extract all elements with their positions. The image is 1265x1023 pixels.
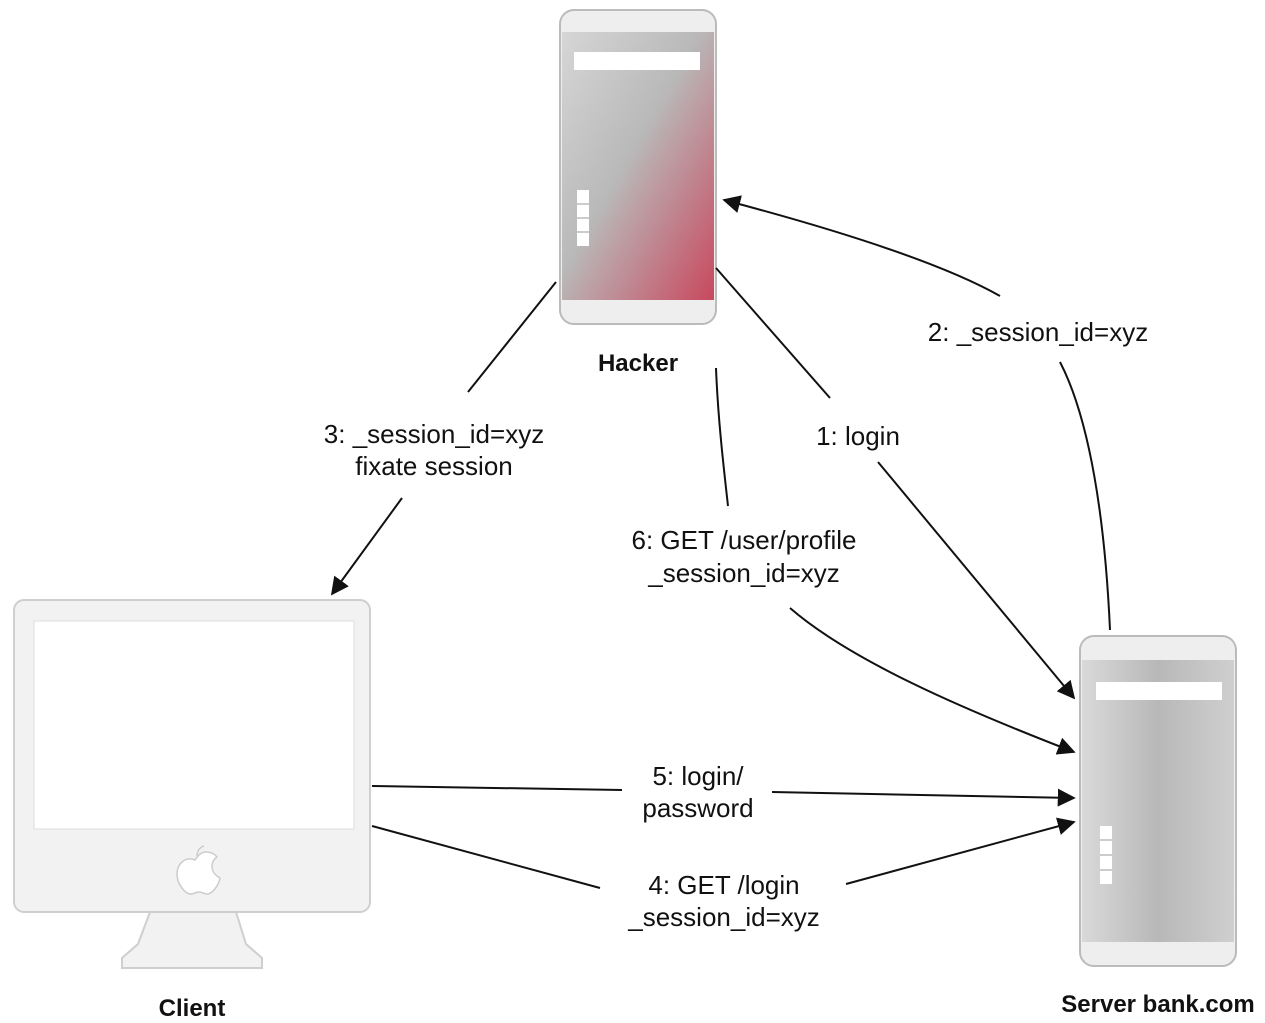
apple-logo-icon — [176, 845, 221, 895]
bank-server-icon — [1079, 635, 1237, 967]
edge-3-fixate — [467, 281, 557, 393]
edge-6-profile-tail — [789, 607, 1076, 755]
client-monitor-icon — [13, 599, 371, 969]
edge-5-label-line2: password — [642, 793, 753, 823]
edge-1-label: 1: login — [816, 421, 900, 451]
edge-6-label-line2: _session_id=xyz — [647, 558, 840, 588]
edge-1-login-tail — [877, 461, 1076, 700]
hacker-server-icon — [559, 9, 717, 325]
edge-4-label-line1: 4: GET /login — [648, 870, 799, 900]
client-label: Client — [159, 995, 226, 1022]
edge-5-login-password — [371, 785, 623, 791]
edge-6-profile — [715, 367, 729, 507]
edge-5-login-password-tail — [771, 788, 1076, 807]
edge-1-login — [715, 267, 831, 399]
edge-2-session-tail — [722, 195, 1001, 297]
edge-3-label-line2: fixate session — [355, 451, 513, 481]
edge-3-label-line1: 3: _session_id=xyz — [324, 419, 544, 449]
edge-2-label: 2: _session_id=xyz — [928, 317, 1148, 347]
edge-4-label-line2: _session_id=xyz — [627, 902, 820, 932]
edge-4-get-login — [371, 825, 601, 889]
edge-3-fixate-tail — [330, 497, 403, 596]
edge-2-session — [1059, 361, 1111, 631]
edge-4-get-login-tail — [845, 817, 1076, 885]
edge-5-label-line1: 5: login/ — [652, 761, 744, 791]
edge-6-label-line1: 6: GET /user/profile — [632, 525, 857, 555]
hacker-label: Hacker — [598, 350, 678, 377]
server-label: Server bank.com — [1061, 991, 1254, 1018]
